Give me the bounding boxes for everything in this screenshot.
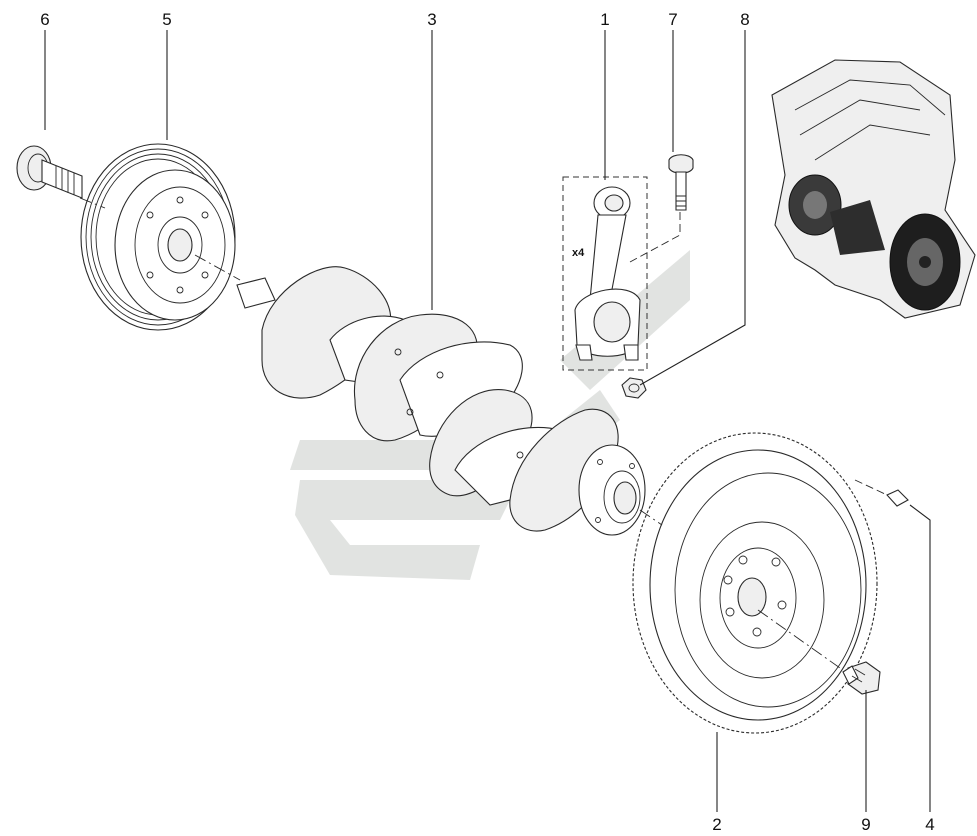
callout-4: 4: [925, 815, 934, 834]
connecting-rod-nut: [621, 377, 647, 399]
callout-2: 2: [712, 815, 721, 834]
flywheel-bolt: [842, 661, 881, 695]
callout-5: 5: [162, 10, 171, 29]
connecting-rod-bolt: [668, 154, 694, 211]
engine-overview-icon: [771, 59, 976, 319]
connecting-rod: [562, 176, 648, 371]
crankshaft: [236, 266, 646, 536]
quantity-note: x4: [572, 247, 585, 259]
callout-9: 9: [861, 815, 870, 834]
callout-1: 1: [600, 10, 609, 29]
leader-lines: [44, 30, 931, 812]
crankshaft-pulley: [80, 143, 236, 331]
callout-7: 7: [668, 10, 677, 29]
pulley-bolt: [16, 145, 83, 199]
callout-6: 6: [40, 10, 49, 29]
flywheel: [632, 432, 878, 734]
callout-8: 8: [740, 10, 749, 29]
dowel-pin: [886, 489, 909, 507]
callout-3: 3: [427, 10, 436, 29]
axis-lines: [79, 197, 886, 669]
callout-labels: 6 5 3 1 7 8 2 9 4 x4: [40, 10, 934, 834]
